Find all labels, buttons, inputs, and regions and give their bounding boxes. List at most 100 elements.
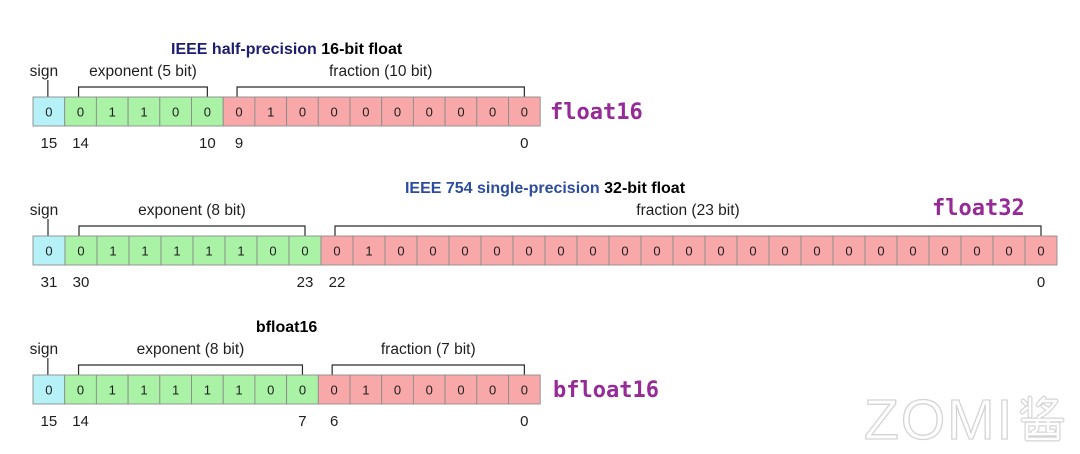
- sign-bit-value: 0: [45, 244, 52, 259]
- fraction-bit-box: [476, 374, 509, 405]
- fraction-bit-cell: 0: [1024, 235, 1058, 266]
- exponent-bit-value: 1: [109, 383, 116, 398]
- fraction-bit-value: 0: [457, 105, 464, 120]
- exponent-bit-box: [192, 235, 226, 266]
- fraction-bit-box: [896, 235, 930, 266]
- watermark: ZOMI: [863, 387, 1065, 453]
- exponent-bit-cell: 1: [191, 374, 224, 405]
- sign-label: sign: [30, 202, 58, 219]
- exponent-bit-value: 0: [77, 383, 84, 398]
- exponent-bit-cell: 1: [128, 235, 162, 266]
- exponent-bit-box: [64, 374, 97, 405]
- fraction-bit-box: [512, 235, 546, 266]
- exponent-bit-cell: 0: [64, 374, 97, 405]
- fraction-bit-cell: 1: [349, 374, 383, 405]
- fraction-bit-value: 0: [1037, 244, 1044, 259]
- format-title-part: IEEE 754 single-precision: [405, 180, 600, 197]
- fraction-bit-value: 0: [426, 383, 433, 398]
- fraction-bit-box: [800, 235, 834, 266]
- exponent-bit-box: [64, 96, 97, 127]
- exponent-bit-box: [191, 374, 224, 405]
- exponent-bit-value: 1: [235, 383, 242, 398]
- exponent-bit-box: [159, 374, 192, 405]
- exponent-bit-cell: 0: [256, 235, 290, 266]
- exponent-bit-cell: 1: [96, 235, 130, 266]
- fraction-bit-value: 0: [489, 105, 496, 120]
- fraction-bit-cell: 0: [317, 96, 351, 127]
- exponent-bit-cell: 1: [192, 235, 226, 266]
- fraction-bit-cell: 0: [476, 96, 509, 127]
- sign-label: sign: [30, 341, 58, 358]
- exponent-bit-value: 0: [77, 105, 84, 120]
- format-title-part: IEEE half-precision: [171, 41, 317, 58]
- exponent-bit-value: 1: [140, 383, 147, 398]
- fraction-bit-cell: 0: [412, 96, 446, 127]
- fraction-bit-cell: 0: [320, 235, 354, 266]
- fraction-bit-value: 0: [781, 244, 788, 259]
- sign-bit-cell: 0: [32, 374, 66, 405]
- exponent-bit-cell: 1: [95, 96, 129, 127]
- exponent-bit-cell: 0: [254, 374, 288, 405]
- exponent-bit-value: 0: [172, 105, 179, 120]
- exponent-label: exponent (5 bit): [89, 63, 197, 80]
- exponent-bit-cell: 0: [288, 235, 322, 266]
- fraction-bit-value: 1: [365, 244, 372, 259]
- fraction-bit-cell: 0: [412, 374, 446, 405]
- fraction-bit-cell: 0: [704, 235, 738, 266]
- fraction-bit-cell: 0: [992, 235, 1026, 266]
- fraction-bit-value: 0: [489, 383, 496, 398]
- fraction-bit-cell: 0: [317, 374, 351, 405]
- fraction-bit-cell: 0: [381, 96, 414, 127]
- bit-index-label: 30: [73, 274, 90, 291]
- exponent-bit-box: [222, 374, 256, 405]
- fraction-bit-cell: 0: [800, 235, 834, 266]
- exponent-bit-box: [128, 235, 162, 266]
- fraction-bit-box: [508, 374, 541, 405]
- fraction-bit-box: [444, 374, 478, 405]
- fraction-bit-value: 0: [299, 105, 306, 120]
- fraction-bit-cell: 0: [864, 235, 898, 266]
- fraction-bit-box: [928, 235, 962, 266]
- fraction-bit-cell: 0: [608, 235, 642, 266]
- fraction-bit-box: [412, 96, 446, 127]
- exponent-bit-value: 0: [267, 383, 274, 398]
- fraction-bit-value: 0: [1005, 244, 1012, 259]
- fraction-bit-value: 0: [461, 244, 468, 259]
- fraction-bit-value: 0: [429, 244, 436, 259]
- exponent-bit-box: [224, 235, 258, 266]
- fraction-bit-cell: 0: [476, 374, 509, 405]
- fraction-bit-value: 0: [394, 383, 401, 398]
- fraction-bit-value: 0: [589, 244, 596, 259]
- fraction-bit-box: [317, 96, 351, 127]
- fraction-bit-value: 0: [973, 244, 980, 259]
- fraction-bit-box: [960, 235, 994, 266]
- fraction-bit-cell: 0: [508, 96, 541, 127]
- fraction-label: fraction (7 bit): [381, 341, 476, 358]
- fraction-bracket: [334, 225, 1042, 236]
- fraction-bit-cell: 0: [480, 235, 514, 266]
- fraction-label: fraction (23 bit): [636, 202, 739, 219]
- bit-index-label: 0: [1037, 274, 1045, 291]
- fraction-bit-value: 0: [235, 105, 242, 120]
- fraction-bit-cell: 0: [928, 235, 962, 266]
- format-title: bfloat16: [256, 319, 317, 336]
- bit-index-label: 15: [41, 135, 58, 152]
- format-name-label: bfloat16: [553, 378, 659, 403]
- fraction-bit-cell: 0: [384, 235, 418, 266]
- fraction-bit-value: 1: [362, 383, 369, 398]
- fraction-bit-value: 0: [362, 105, 369, 120]
- exponent-bit-cell: 1: [127, 96, 161, 127]
- fraction-bit-box: [448, 235, 482, 266]
- fraction-bit-box: [317, 374, 351, 405]
- exponent-bit-box: [95, 374, 129, 405]
- format-name-label: float32: [932, 196, 1025, 221]
- exponent-bit-value: 1: [204, 383, 211, 398]
- fraction-bit-cell: 0: [512, 235, 546, 266]
- fraction-bit-box: [1024, 235, 1058, 266]
- fraction-bit-value: 0: [749, 244, 756, 259]
- fraction-bit-value: 0: [525, 244, 532, 259]
- exponent-bit-cell: 1: [95, 374, 129, 405]
- fraction-bit-cell: 0: [222, 96, 256, 127]
